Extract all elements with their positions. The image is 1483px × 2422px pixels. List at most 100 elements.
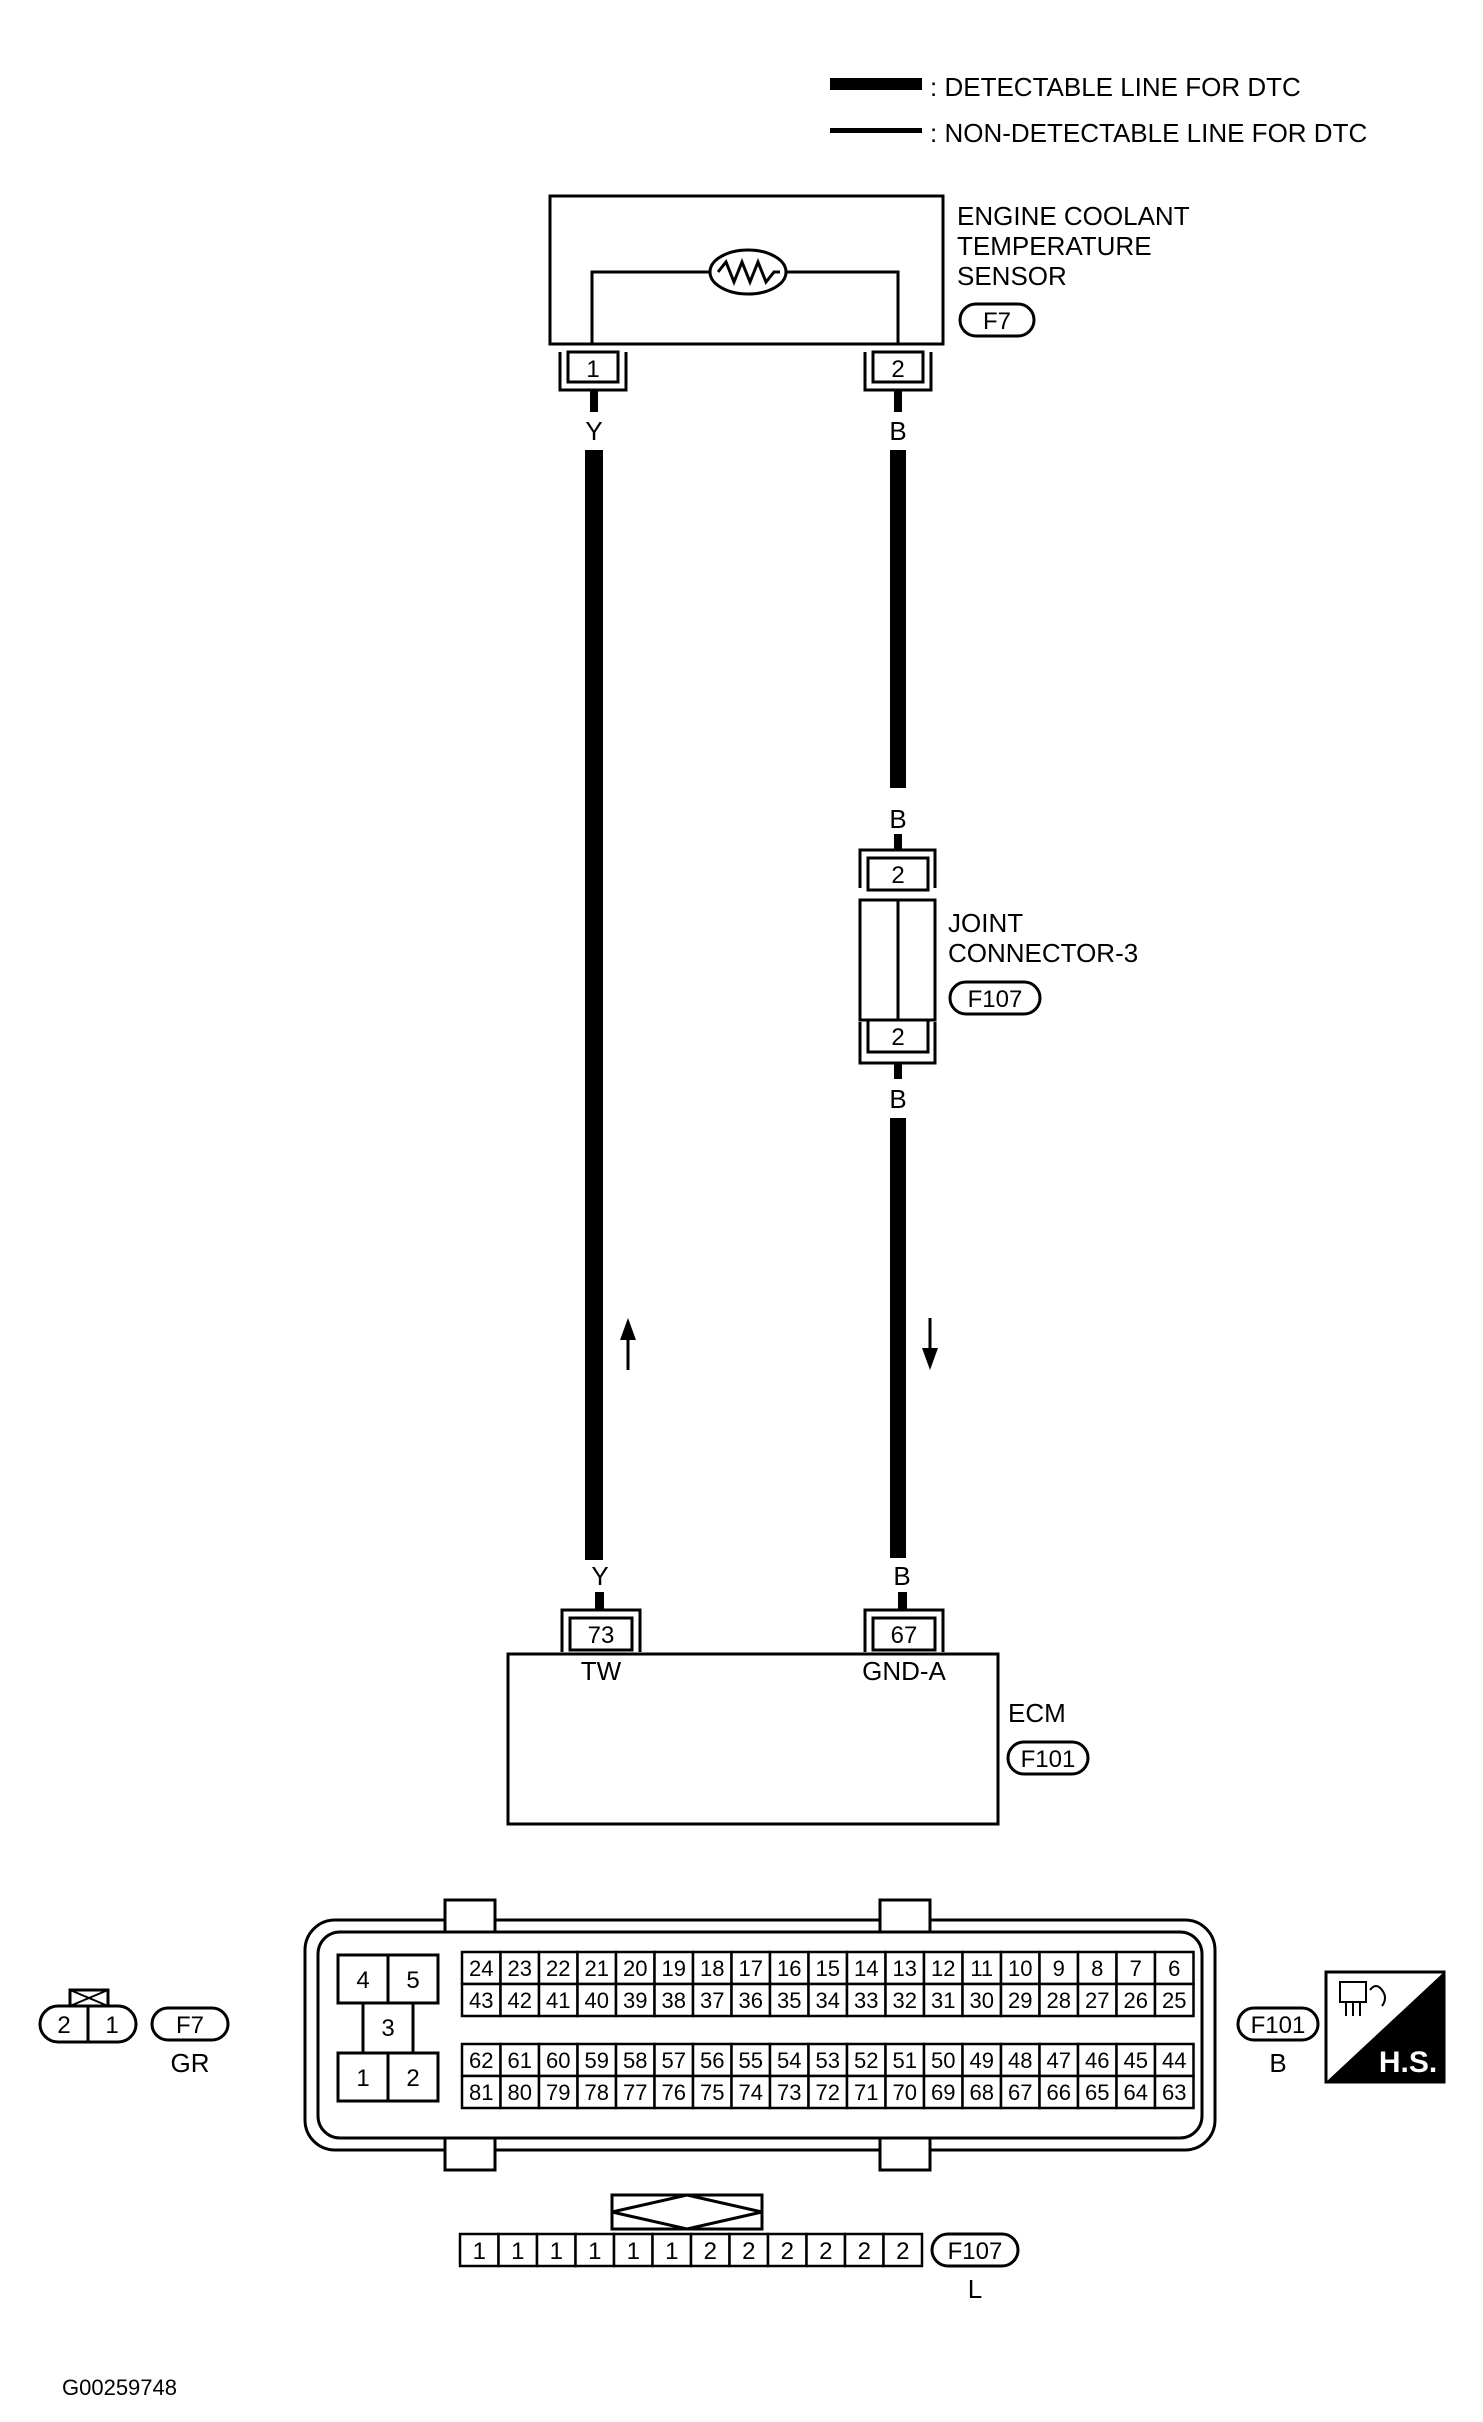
f101-pin-number: 42: [508, 1988, 532, 2013]
f101-pin-number: 37: [700, 1988, 724, 2013]
f101-block-pin-2: 2: [406, 2065, 419, 2092]
f107-view-id: F107: [948, 2238, 1003, 2265]
f101-pin-cell: [1038, 2074, 1080, 2110]
ecm-terminal-tw: TW: [581, 1656, 622, 1686]
ecm-name: ECM: [1008, 1698, 1066, 1728]
f101-pin-number: 43: [469, 1988, 493, 2013]
f101-pin-cell: [614, 1982, 656, 2018]
thermistor-zigzag: [716, 257, 780, 287]
f101-pin-number: 50: [931, 2048, 955, 2073]
f101-pin-number: 59: [585, 2048, 609, 2073]
f107-view-color: L: [968, 2274, 982, 2304]
f101-pin-number: 35: [777, 1988, 801, 2013]
f101-pin-cell: [884, 2074, 926, 2110]
joint-pin-bottom-label: 2: [891, 1024, 904, 1051]
f101-pin-number: 16: [777, 1956, 801, 1981]
f7-view-id: F7: [176, 2012, 204, 2039]
legend-detectable-swatch: [830, 78, 922, 90]
f107-pin-cell: [882, 2232, 924, 2268]
f101-pin-number: 62: [469, 2048, 493, 2073]
f101-pin-cell: [576, 1950, 618, 1986]
f101-pin-number: 26: [1124, 1988, 1148, 2013]
f101-pin-cell: [614, 2042, 656, 2078]
ground-wire-color-top: B: [889, 416, 906, 446]
f107-pin-number: 2: [704, 2238, 717, 2265]
f101-pin-number: 55: [739, 2048, 763, 2073]
f101-view-color: B: [1269, 2048, 1286, 2078]
f101-pin-number: 11: [970, 1956, 993, 1981]
sensor-pin-2: 2: [863, 350, 933, 392]
ecm-pin-67-label: 67: [891, 1622, 918, 1649]
f101-pin-number: 60: [546, 2048, 570, 2073]
sensor-name-line3: SENSOR: [957, 261, 1067, 291]
f101-pin-number: 58: [623, 2048, 647, 2073]
f101-pin-number: 25: [1162, 1988, 1186, 2013]
hand-connector-icon: [1339, 1981, 1386, 2016]
f101-pin-cell: [691, 2074, 733, 2110]
ecm-terminal-gnd: GND-A: [862, 1656, 946, 1686]
f101-pin-number: 23: [508, 1956, 532, 1981]
sensor-pin-2-label: 2: [891, 356, 904, 383]
joint-connector-id: F107: [968, 986, 1023, 1013]
f101-pin-cell: [922, 1982, 964, 2018]
f101-pin-number: 38: [662, 1988, 686, 2013]
f101-pin-number: 19: [662, 1956, 686, 1981]
f101-pin-number: 67: [1008, 2080, 1032, 2105]
f101-pin-number: 44: [1162, 2048, 1186, 2073]
legend: : DETECTABLE LINE FOR DTC : NON-DETECTAB…: [830, 72, 1367, 148]
f101-pin-number: 32: [893, 1988, 917, 2013]
f101-pin-cell: [1038, 1950, 1080, 1986]
ground-wire-color-bottom: B: [893, 1561, 910, 1591]
f101-pin-number: 69: [931, 2080, 955, 2105]
f101-pin-cell: [691, 1950, 733, 1986]
f101-pin-number: 47: [1047, 2048, 1071, 2073]
f101-block-pin-5: 5: [406, 1967, 419, 1994]
f101-pin-number: 39: [623, 1988, 647, 2013]
f101-pin-number: 80: [508, 2080, 532, 2105]
f101-pin-number: 78: [585, 2080, 609, 2105]
ecm-connector-badge: [1006, 1740, 1090, 1776]
f101-pin-cell: [845, 1982, 887, 2018]
f101-pin-number: 81: [469, 2080, 493, 2105]
ground-wire-segment-2: [890, 1118, 906, 1558]
f107-pin-number: 2: [896, 2238, 909, 2265]
f101-pin-number: 54: [777, 2048, 801, 2073]
f101-block-pin-1: 1: [356, 2065, 369, 2092]
f107-pin-number: 2: [742, 2238, 755, 2265]
f7-view-color: GR: [171, 2048, 210, 2078]
f101-pin-number: 33: [854, 1988, 878, 2013]
signal-wire-color-bottom: Y: [591, 1561, 608, 1591]
f101-pin-number: 28: [1047, 1988, 1071, 2013]
hs-badge-label: H.S.: [1379, 2046, 1437, 2079]
f7-view-pin-1: 1: [105, 2012, 118, 2039]
joint-connector: 2 2 JOINT CONNECTOR-3 F107: [858, 848, 1138, 1065]
f101-pin-number: 6: [1168, 1956, 1180, 1981]
f101-pin-number: 63: [1162, 2080, 1186, 2105]
f101-pin-cell: [1076, 1950, 1118, 1986]
f101-pin-cell: [1076, 1982, 1118, 2018]
legend-non-detectable-swatch: [830, 128, 922, 133]
f101-pin-cell: [1153, 2042, 1195, 2078]
f101-pin-number: 45: [1124, 2048, 1148, 2073]
sensor-pin-1-label: 1: [586, 356, 599, 383]
f101-pin-number: 9: [1053, 1956, 1065, 1981]
ground-arrow-down-icon: [922, 1348, 938, 1370]
f101-pin-cell: [768, 2074, 810, 2110]
coolant-temp-sensor: ENGINE COOLANT TEMPERATURE SENSOR F7: [548, 194, 1190, 346]
f107-pin-number: 1: [473, 2238, 486, 2265]
ground-wire-color-mid-b: B: [889, 1084, 906, 1114]
figure-code: G00259748: [62, 2375, 177, 2400]
f101-pin-number: 41: [546, 1988, 570, 2013]
f107-pin-number: 1: [665, 2238, 678, 2265]
f101-pin-number: 66: [1047, 2080, 1071, 2105]
f101-pin-number: 52: [854, 2048, 878, 2073]
f101-pin-cell: [537, 2042, 579, 2078]
f101-pin-number: 34: [816, 1988, 840, 2013]
f101-pin-cell: [999, 1950, 1041, 1986]
f101-pin-number: 48: [1008, 2048, 1032, 2073]
joint-pin-top-label: 2: [891, 862, 904, 889]
f101-pin-number: 17: [739, 1956, 763, 1981]
f101-pin-cell: [1038, 1982, 1080, 2018]
